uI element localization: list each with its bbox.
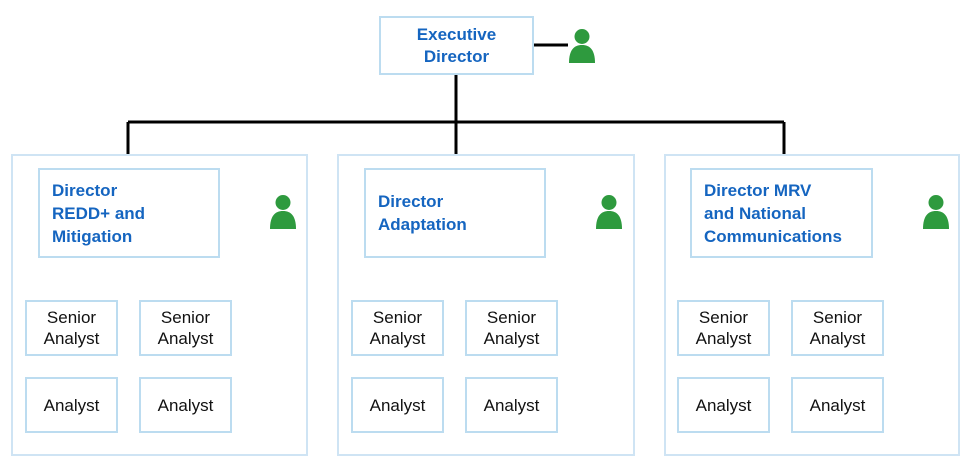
executive-title-line1: Executive (416, 24, 497, 44)
staff-line2: Analyst (369, 329, 426, 348)
staff-line1: Senior (486, 308, 537, 327)
executive-title-line2: Director (423, 46, 490, 66)
executive-director-box: Executive Director (379, 16, 534, 75)
staff-line1: Senior (46, 308, 97, 327)
staff-box: Analyst (351, 377, 444, 433)
staff-line2: Analyst (695, 329, 752, 348)
director-redd-line1: Director (52, 180, 118, 200)
staff-line2: Analyst (483, 329, 540, 348)
staff-line1: Senior (698, 308, 749, 327)
staff-line1: Senior (160, 308, 211, 327)
staff-line1: Analyst (43, 395, 100, 415)
staff-line1: Analyst (809, 395, 866, 415)
staff-line1: Analyst (695, 395, 752, 415)
staff-box: Analyst (139, 377, 232, 433)
staff-line1: Analyst (369, 395, 426, 415)
staff-box: Analyst (791, 377, 884, 433)
director-mrv-box: Director MRV and National Communications (690, 168, 873, 258)
director-redd-line3: Mitigation (52, 226, 133, 246)
person-icon (923, 195, 949, 229)
director-mrv-line2: and National (704, 203, 807, 223)
staff-box: Analyst (677, 377, 770, 433)
director-adaptation-line2: Adaptation (378, 215, 467, 234)
staff-box: Analyst (25, 377, 118, 433)
person-icon (569, 29, 595, 63)
staff-line2: Analyst (43, 329, 100, 348)
director-mrv-line3: Communications (704, 226, 842, 246)
director-adaptation-box: Director Adaptation (364, 168, 546, 258)
staff-line2: Analyst (157, 329, 214, 348)
staff-line1: Analyst (483, 395, 540, 415)
director-redd-box: Director REDD+ and Mitigation (38, 168, 220, 258)
person-icon (270, 195, 296, 229)
director-adaptation-line1: Director (378, 192, 444, 211)
staff-line1: Senior (372, 308, 423, 327)
person-icon (596, 195, 622, 229)
director-redd-line2: REDD+ and (52, 203, 146, 223)
director-mrv-line1: Director MRV (704, 180, 812, 200)
staff-line1: Senior (812, 308, 863, 327)
staff-line1: Analyst (157, 395, 214, 415)
staff-line2: Analyst (809, 329, 866, 348)
staff-box: Analyst (465, 377, 558, 433)
